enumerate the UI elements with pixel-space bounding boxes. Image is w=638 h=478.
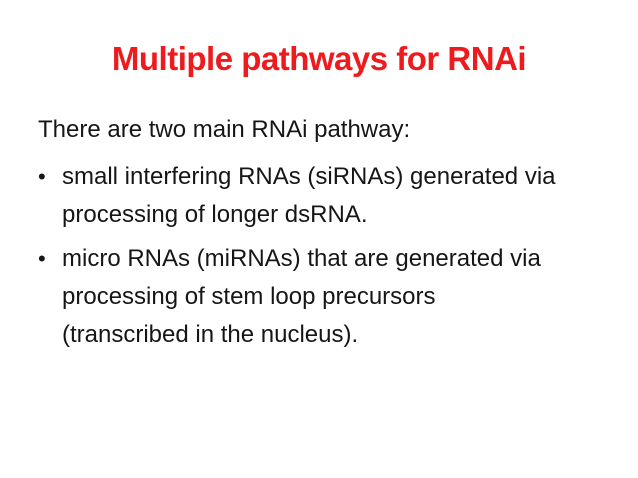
intro-text: There are two main RNAi pathway: bbox=[38, 115, 411, 143]
slide-body: There are two main RNAi pathway: • small… bbox=[0, 110, 638, 354]
bullet-marker: • bbox=[38, 245, 46, 271]
bullet-text: small interfering RNAs (siRNAs) generate… bbox=[62, 158, 614, 234]
bullet-line: processing of stem loop precursors bbox=[62, 282, 436, 310]
bullet-item: • micro RNAs (miRNAs) that are generated… bbox=[38, 240, 614, 354]
bullet-text: micro RNAs (miRNAs) that are generated v… bbox=[62, 240, 614, 354]
bullet-marker: • bbox=[38, 163, 46, 189]
bullet-item: • small interfering RNAs (siRNAs) genera… bbox=[38, 158, 614, 234]
bullet-line: processing of longer dsRNA. bbox=[62, 200, 368, 228]
bullet-line: micro RNAs (miRNAs) that are generated v… bbox=[62, 244, 541, 272]
slide-title: Multiple pathways for RNAi bbox=[111, 40, 527, 77]
bullet-line: (transcribed in the nucleus). bbox=[62, 320, 359, 348]
bullet-line: small interfering RNAs (siRNAs) generate… bbox=[62, 162, 556, 190]
